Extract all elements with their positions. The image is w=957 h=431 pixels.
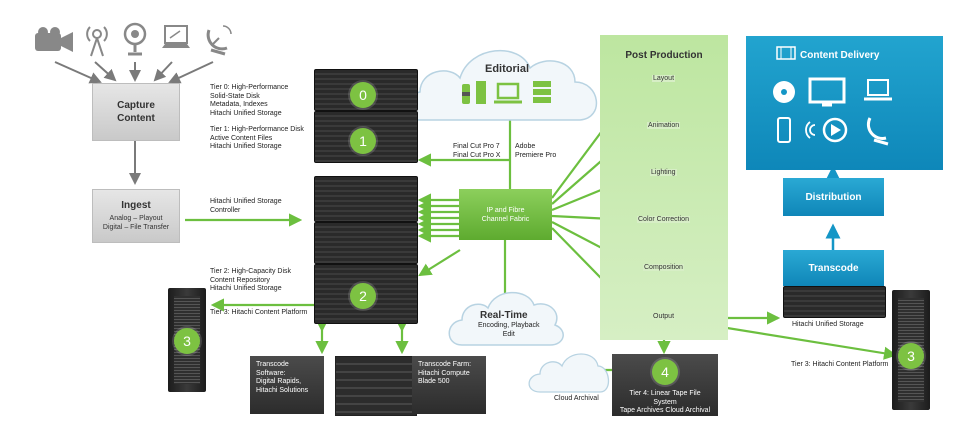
tier0-label: Tier 0: High-Performance Solid-State Dis… [210, 84, 289, 117]
realtime-subtitle: Encoding, Playback Edit [478, 322, 540, 338]
archival-cloud [528, 353, 610, 393]
tier1-label: Tier 1: High-Performance Disk Active Con… [210, 126, 304, 150]
fcp-label: Final Cut Pro 7 Final Cut Pro X [453, 143, 501, 159]
capture-content-box: Capture Content [92, 83, 180, 141]
ip-fibre-fabric-box: IP and Fibre Channel Fabric [459, 189, 552, 240]
tier2-badge: 2 [350, 283, 376, 309]
controller-server-top [314, 176, 418, 222]
delivery-devices-icon [773, 77, 892, 146]
realtime-cloud [448, 291, 564, 346]
tier1-server [314, 111, 418, 163]
tier3-label-left: Tier 3: Hitachi Content Platform [210, 309, 308, 316]
transcode-software-box: Transcode Software: Digital Rapids, Hita… [250, 356, 324, 414]
step-lighting: Lighting [650, 169, 677, 176]
satellite-dish-icon [206, 25, 232, 56]
ingest-box: Ingest Analog – Playout Digital – File T… [92, 189, 180, 243]
blade-server-image [335, 356, 417, 416]
transcode-server [783, 286, 886, 318]
broadcast-tower-icon [86, 26, 108, 57]
editorial-title: Editorial [485, 63, 530, 75]
distribution-box: Distribution [783, 178, 884, 216]
step-layout: Layout [652, 75, 676, 82]
tier4-badge: 4 [652, 359, 678, 385]
laptop-icon [162, 25, 190, 48]
content-delivery-title: Content Delivery [800, 50, 880, 61]
post-production-panel [600, 35, 728, 340]
controller-label: Hitachi Unified Storage Controller [210, 198, 282, 214]
cloud-archival-label: Cloud Archival [554, 395, 599, 402]
tier0-badge: 0 [350, 82, 376, 108]
tier3-label-right: Tier 3: Hitachi Content Platform [791, 361, 889, 368]
realtime-title: Real-Time [480, 310, 528, 321]
step-output: Output [652, 313, 676, 320]
controller-server-bottom [314, 222, 418, 264]
tier3-badge-left: 3 [174, 328, 200, 354]
tier2-label: Tier 2: High-Capacity Disk Content Repos… [210, 268, 292, 292]
step-animation: Animation [647, 122, 681, 129]
film-icon [776, 46, 796, 60]
transcode-farm-box: Transcode Farm: Hitachi Compute Blade 50… [412, 356, 486, 414]
step-composition: Composition [643, 264, 684, 271]
ingest-title: Ingest [121, 200, 151, 211]
step-color-correction: Color Correction [637, 216, 690, 223]
tier1-badge: 1 [350, 128, 376, 154]
editorial-workstations-icon [462, 81, 551, 104]
hus-right-label: Hitachi Unified Storage [792, 321, 864, 328]
adobe-label: Adobe Premiere Pro [515, 143, 557, 159]
post-production-title: Post Production [625, 50, 703, 61]
webcam-icon [123, 22, 147, 56]
ingest-subtitle: Analog – Playout Digital – File Transfer [102, 215, 170, 231]
video-camera-icon [35, 27, 73, 52]
transcode-box: Transcode [783, 250, 884, 286]
tier3-badge-right: 3 [898, 343, 924, 369]
